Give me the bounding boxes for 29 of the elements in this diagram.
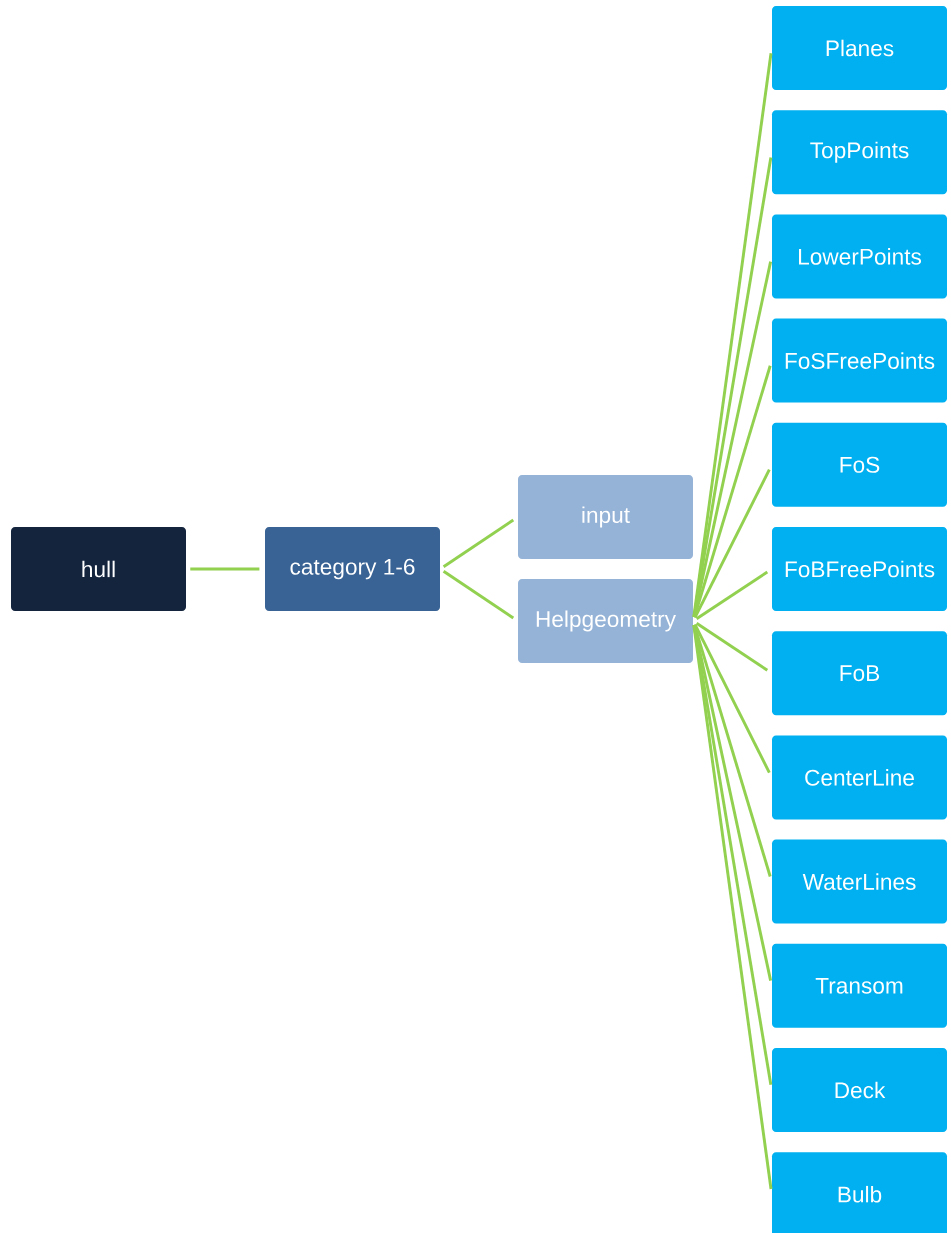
process-box: WaterLines [772,839,947,924]
connector-line [692,53,773,618]
process-box: FoSFreePoints [772,318,947,403]
process-box: FoBFreePoints [772,527,947,611]
process-box: Deck [772,1048,947,1132]
process-box: Transom [772,943,947,1028]
connector-line [442,570,515,620]
connector-line [695,570,769,621]
process-box: FoS [772,422,947,507]
connector-line [693,623,771,774]
process-box: LowerPoints [772,214,947,299]
process-box: Helpgeometry [518,579,693,663]
process-box: category 1-6 [265,527,440,611]
process-box: hull [11,527,186,611]
connector-line [695,622,769,672]
connector-line [692,624,773,1190]
connector-line [693,624,772,877]
process-box: Planes [772,6,947,90]
connector-line [442,518,515,568]
process-box: TopPoints [772,110,947,195]
connector-line [692,624,773,1085]
connector-line [693,365,772,618]
process-box: CenterLine [772,735,947,820]
process-box: FoB [772,631,947,716]
connector-line [692,261,773,618]
process-box: input [518,475,693,559]
process-box: Bulb [772,1152,947,1233]
connector-line [190,567,260,571]
connector-line [693,468,771,619]
